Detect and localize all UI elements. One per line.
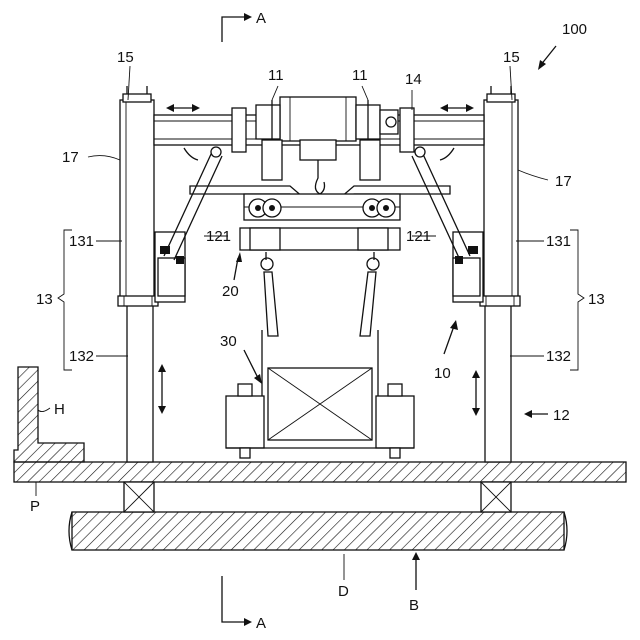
label-132-left: 132	[69, 348, 94, 365]
label-131-left: 131	[69, 233, 94, 250]
label-132-right: 132	[546, 348, 571, 365]
label-15-left: 15	[117, 49, 134, 66]
label-10: 10	[434, 365, 451, 382]
label-100: 100	[562, 21, 587, 38]
lifting-frame	[240, 228, 400, 336]
label-h: H	[54, 401, 65, 418]
label-17-right: 17	[555, 173, 572, 190]
label-20: 20	[222, 283, 239, 300]
label-d: D	[338, 583, 349, 600]
label-30: 30	[220, 333, 237, 350]
trolley-rail	[190, 186, 450, 220]
load-frame	[226, 330, 414, 458]
label-11-right: 11	[352, 67, 368, 84]
label-section-bottom: A	[256, 615, 266, 632]
label-121-left: 121	[206, 228, 231, 245]
label-17-left: 17	[62, 149, 79, 166]
label-section-top: A	[256, 10, 266, 27]
label-12: 12	[553, 407, 570, 424]
platform-p	[14, 462, 626, 482]
hoist-unit	[256, 97, 398, 194]
label-13-right: 13	[588, 291, 605, 308]
label-11-left: 11	[268, 67, 284, 84]
wall-h	[14, 367, 84, 462]
label-b: B	[409, 597, 419, 614]
label-14: 14	[405, 71, 422, 88]
label-p: P	[30, 498, 40, 515]
label-121-right: 121	[406, 228, 431, 245]
deck-d	[69, 512, 567, 550]
label-131-right: 131	[546, 233, 571, 250]
label-13-left: 13	[36, 291, 53, 308]
label-15-right: 15	[503, 49, 520, 66]
foot-blocks	[124, 482, 511, 512]
